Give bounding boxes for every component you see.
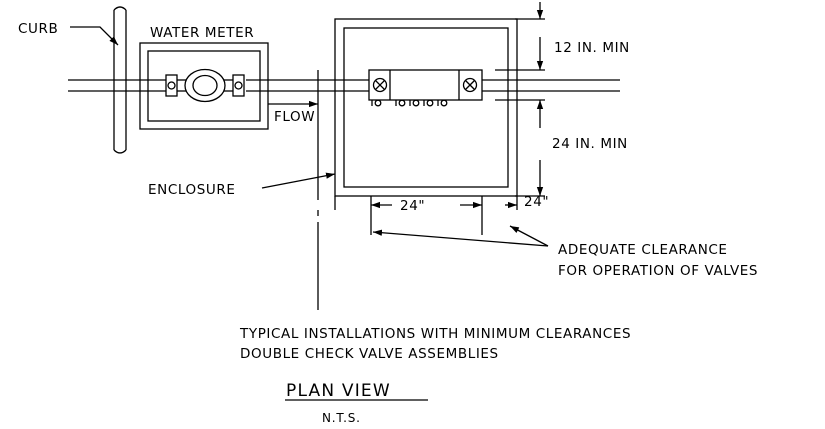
water-meter-box xyxy=(139,42,269,130)
scale-note: N.T.S. xyxy=(322,411,361,425)
enclosure-label: ENCLOSURE xyxy=(148,182,235,198)
view-title: PLAN VIEW xyxy=(286,381,391,401)
caption-line2: DOUBLE CHECK VALVE ASSEMBLIES xyxy=(240,346,499,362)
adequate-clearance-line2: FOR OPERATION OF VALVES xyxy=(558,263,758,279)
enclosure xyxy=(334,18,518,197)
clearance-extension-lines xyxy=(334,196,518,235)
test-cocks xyxy=(371,99,448,107)
flow-label: FLOW xyxy=(274,109,315,125)
leader-lines xyxy=(70,26,549,247)
water-service-pipe xyxy=(68,79,620,92)
water-meter-label: WATER METER xyxy=(150,25,254,41)
dimension-12in xyxy=(495,2,545,71)
clearance-bottom-left-label: 24" xyxy=(400,198,425,214)
clearance-top-label: 12 IN. MIN xyxy=(554,40,630,56)
caption-line1: TYPICAL INSTALLATIONS WITH MINIMUM CLEAR… xyxy=(239,326,631,342)
curb-label: CURB xyxy=(18,21,58,37)
double-check-valve-assembly xyxy=(368,69,483,107)
clearance-right-label: 24 IN. MIN xyxy=(552,136,628,152)
clearance-bottom-right-label: 24" xyxy=(524,194,549,210)
dimension-24in-min xyxy=(495,99,545,197)
adequate-clearance-line1: ADEQUATE CLEARANCE xyxy=(558,242,728,258)
